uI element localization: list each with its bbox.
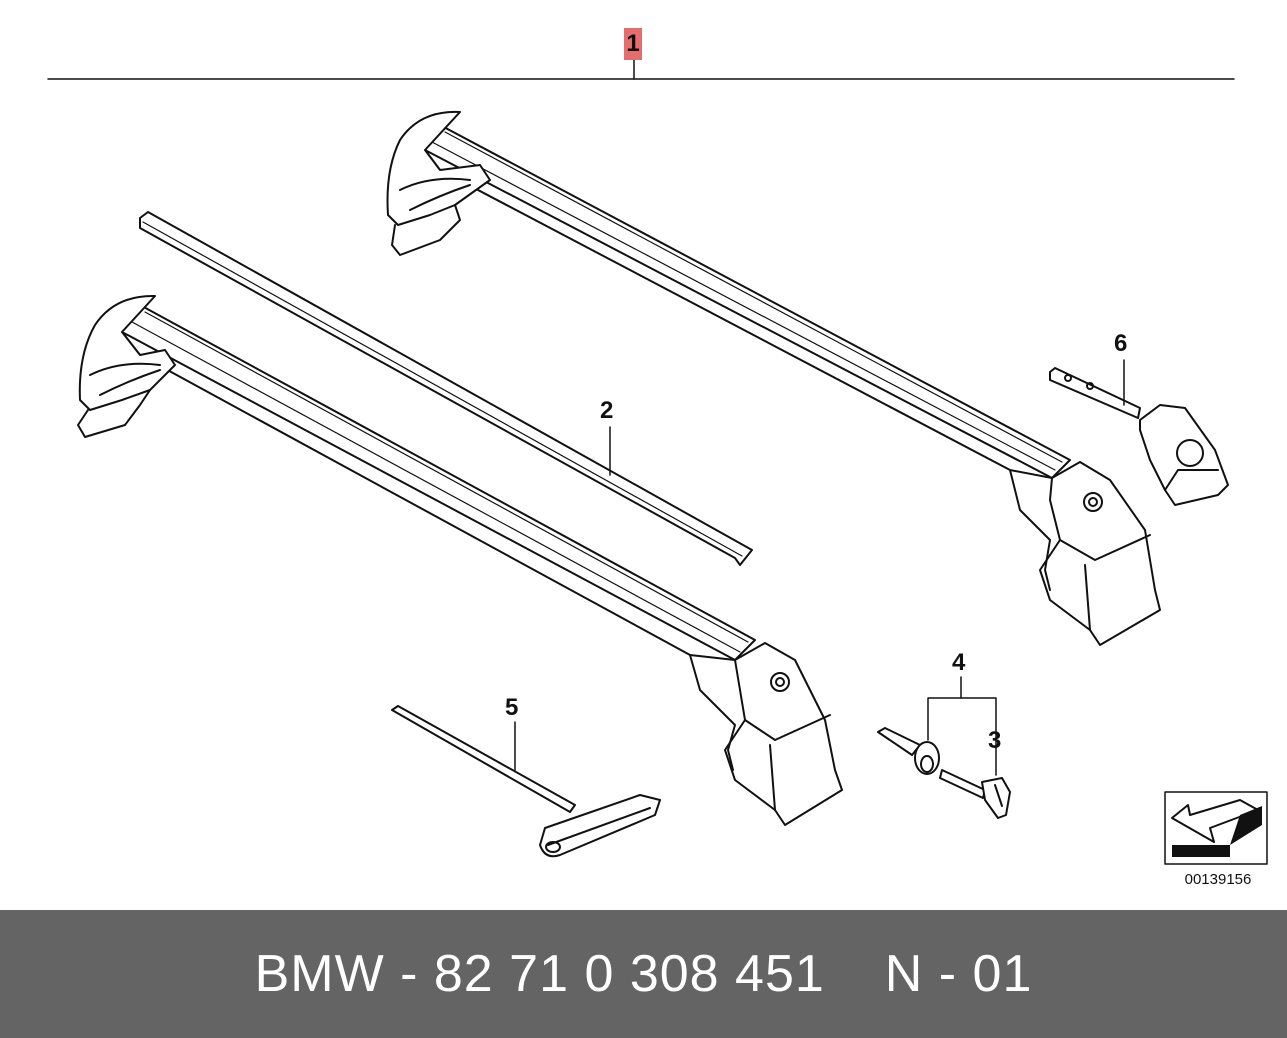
reference-code: 00139156	[1184, 871, 1252, 888]
variant-text: N - 01	[884, 945, 1033, 1003]
callout-6: 6	[1114, 330, 1128, 357]
mounting-bracket	[1049, 359, 1229, 506]
roof-bar-lower	[77, 294, 843, 826]
parts-diagram	[47, 59, 1268, 865]
callout-5: 5	[505, 694, 519, 721]
torque-tool	[391, 705, 661, 858]
callout-1: 1	[624, 28, 642, 60]
part-number-text: BMW - 82 71 0 308 451	[254, 945, 825, 1003]
callout-3: 3	[988, 727, 1002, 754]
rubber-strip	[139, 211, 753, 566]
orientation-icon-box	[1164, 791, 1268, 865]
callout-2: 2	[600, 397, 614, 424]
arrow-icon	[1171, 799, 1262, 857]
callout-4: 4	[952, 649, 966, 676]
part-number-footer: BMW - 82 71 0 308 451 N - 01	[0, 910, 1287, 1038]
roof-bar-upper	[386, 110, 1161, 646]
lock-and-key	[877, 676, 1011, 819]
